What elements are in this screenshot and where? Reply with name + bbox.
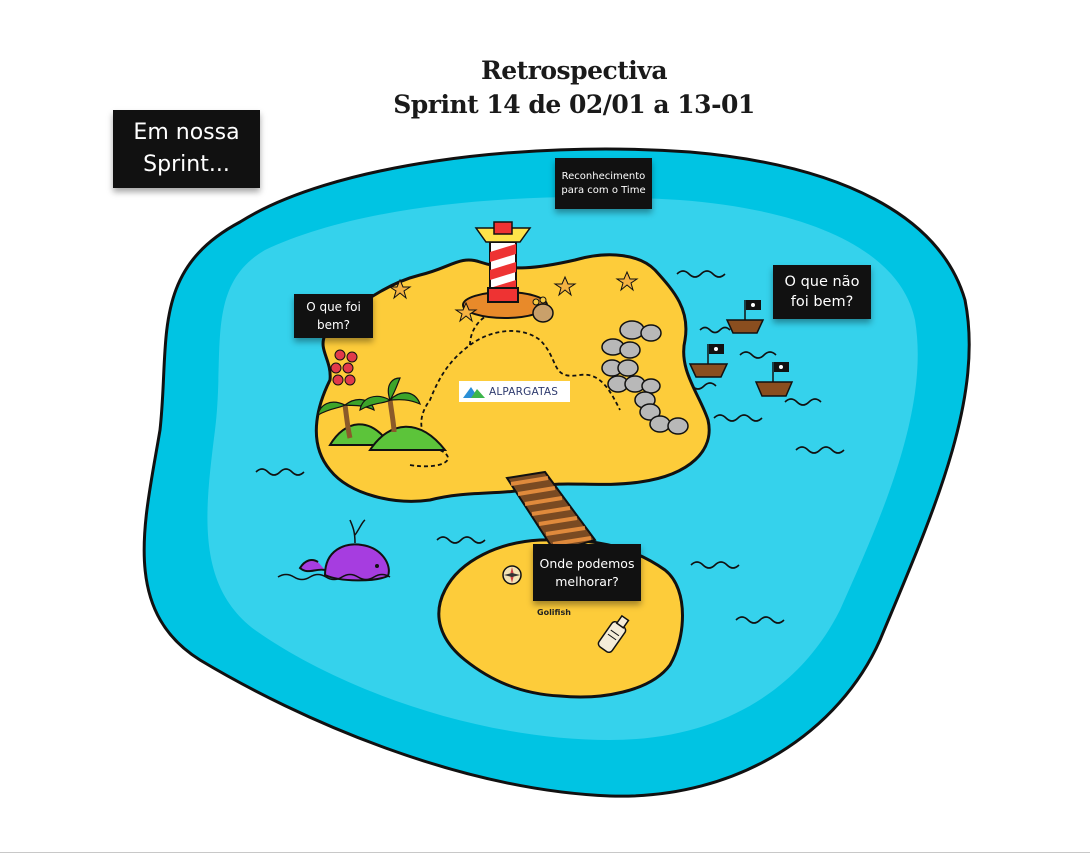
note-intro-line-2: Sprint... bbox=[143, 152, 230, 177]
island-label: Golifish bbox=[537, 608, 571, 617]
note-went-wrong-line-2: foi bem? bbox=[790, 294, 854, 310]
palm-trees bbox=[317, 377, 448, 451]
compass bbox=[502, 565, 522, 585]
note-went-well[interactable]: O que foi bem? bbox=[294, 294, 373, 338]
wooden-bridge bbox=[505, 470, 597, 554]
message-bottle bbox=[597, 614, 630, 654]
canvas-bottom-border bbox=[0, 852, 1090, 853]
note-recognition-line-1: Reconhecimento bbox=[561, 170, 646, 182]
note-improve[interactable]: Onde podemos melhorar? bbox=[533, 544, 641, 601]
note-intro-line-1: Em nossa bbox=[133, 120, 240, 145]
note-recognition-line-2: para com o Time bbox=[561, 184, 646, 196]
title-line-1: Retrospectiva bbox=[480, 56, 668, 85]
logo-text: ALPARGATAS bbox=[489, 385, 559, 398]
pirate-ships bbox=[688, 300, 794, 397]
alpargatas-logo: ALPARGATAS bbox=[459, 381, 570, 402]
note-improve-line-2: melhorar? bbox=[555, 573, 619, 589]
note-went-wrong[interactable]: O que não foi bem? bbox=[773, 265, 871, 319]
note-went-well-line-1: O que foi bbox=[306, 300, 361, 314]
note-went-well-line-2: bem? bbox=[316, 318, 351, 332]
strawberries bbox=[330, 349, 358, 386]
starfish bbox=[388, 270, 639, 323]
board-title: Retrospectiva Sprint 14 de 02/01 a 13-01 bbox=[0, 54, 1090, 122]
note-went-wrong-line-1: O que não bbox=[784, 274, 860, 290]
waves bbox=[255, 270, 845, 624]
note-intro[interactable]: Em nossa Sprint... bbox=[113, 110, 260, 188]
note-improve-line-1: Onde podemos bbox=[539, 555, 635, 571]
logo-mountain-icon bbox=[463, 386, 485, 398]
whale bbox=[277, 519, 391, 582]
lighthouse bbox=[462, 221, 548, 319]
rocks bbox=[601, 320, 689, 435]
title-line-2: Sprint 14 de 02/01 a 13-01 bbox=[393, 90, 755, 119]
treasure-sack bbox=[532, 296, 554, 323]
note-recognition[interactable]: Reconhecimento para com o Time bbox=[555, 158, 652, 209]
